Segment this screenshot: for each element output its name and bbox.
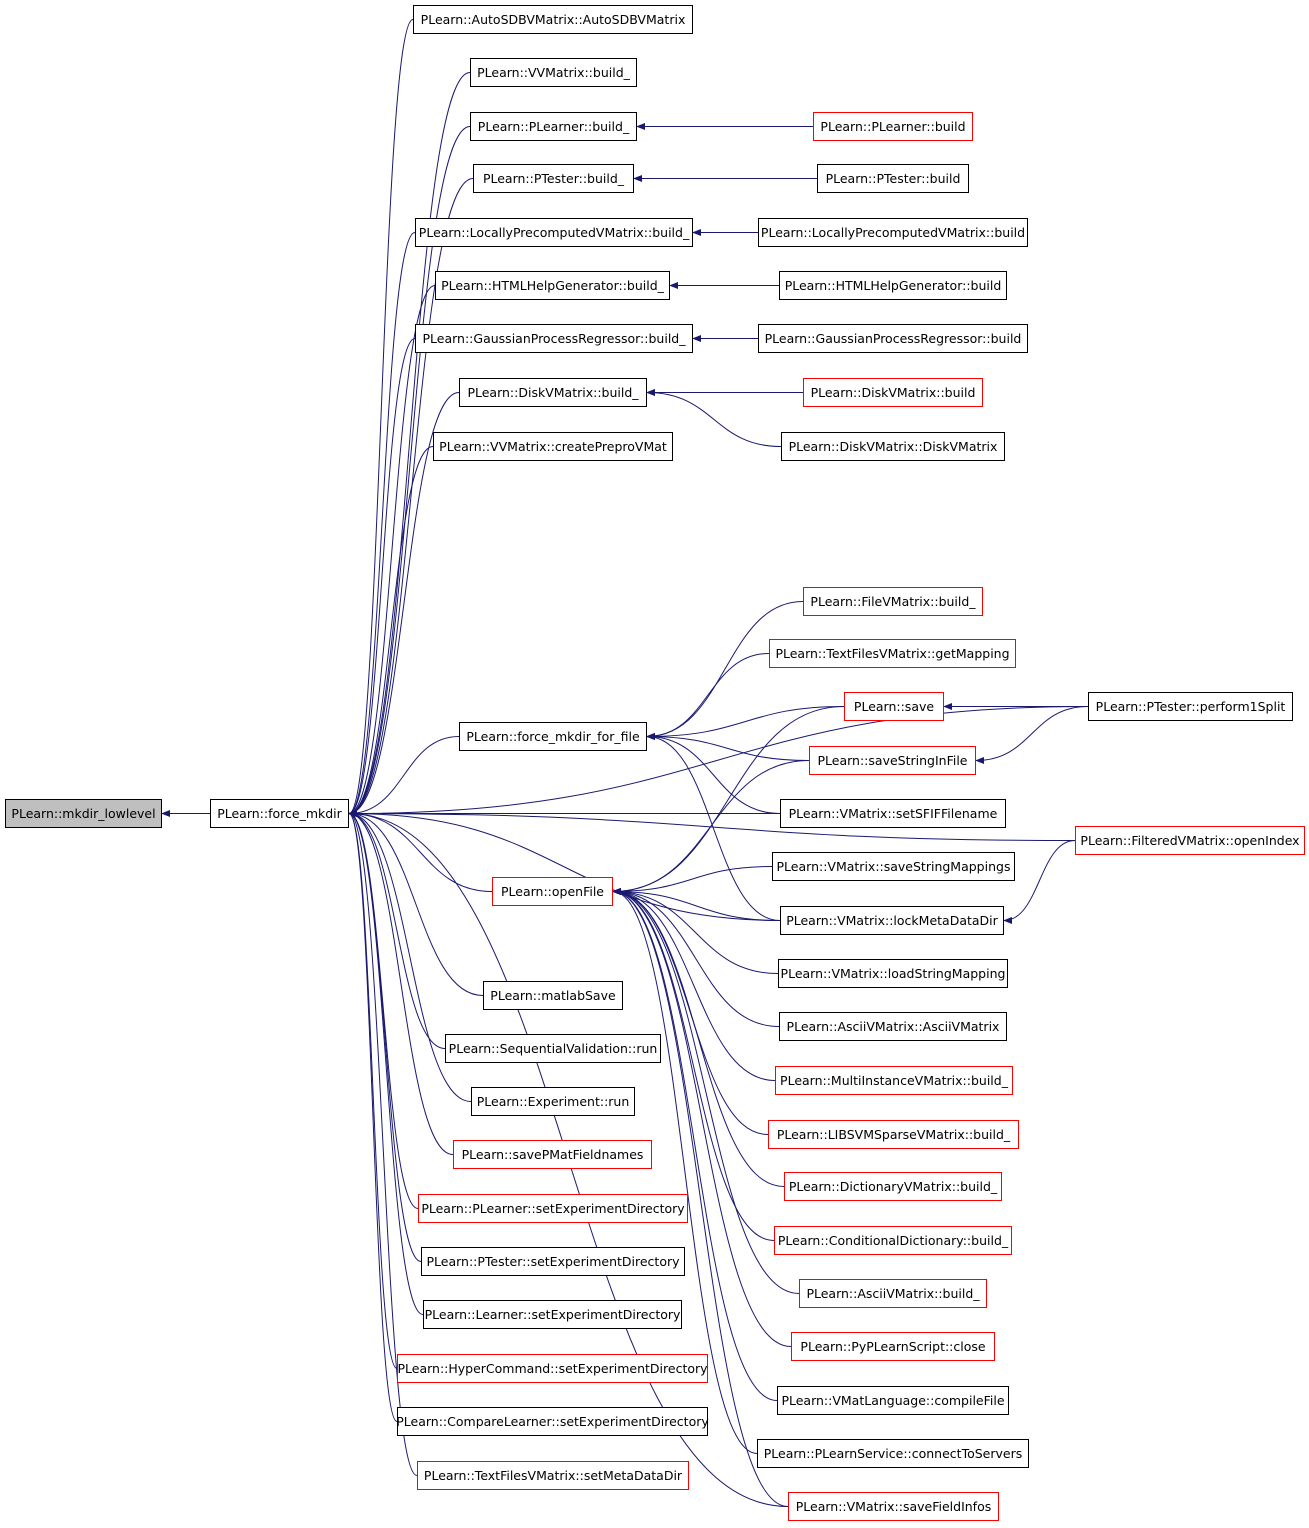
edge-tfvm_getmap-to-fmff: [646, 653, 770, 741]
node-gaussianprocessregressor-build[interactable]: PLearn::GaussianProcessRegressor::build: [758, 324, 1028, 353]
node-diskvmatrix-build[interactable]: PLearn::DiskVMatrix::build: [803, 378, 983, 407]
node-savestringinfile[interactable]: PLearn::saveStringInFile: [809, 746, 976, 775]
node-ptester-build[interactable]: PLearn::PTester::build: [817, 164, 969, 193]
node-ptester-setexperimentdirectory[interactable]: PLearn::PTester::setExperimentDirectory: [421, 1247, 685, 1276]
node-diskvmatrix-ctor[interactable]: PLearn::DiskVMatrix::DiskVMatrix: [781, 432, 1005, 461]
node-vmatrix-loadstringmapping[interactable]: PLearn::VMatrix::loadStringMapping: [778, 959, 1008, 988]
edge-ptester_sed-to-force_mkdir: [348, 810, 422, 1262]
node-comparelearner-setexperimentdirectory[interactable]: PLearn::CompareLearner::setExperimentDir…: [396, 1407, 709, 1436]
edge-dvm_ctor-to-dvm_build_: [646, 388, 782, 447]
node-filevmatrix-build-underscore[interactable]: PLearn::FileVMatrix::build_: [803, 587, 983, 616]
edge-plearner_build_-to-force_mkdir: [348, 126, 471, 818]
edge-seqval_run-to-force_mkdir: [348, 809, 446, 1049]
edge-fvm_openindex-to-force_mkdir: [348, 809, 1076, 841]
node-autosdbvmatrix-ctor[interactable]: PLearn::AutoSDBVMatrix::AutoSDBVMatrix: [413, 5, 693, 34]
node-asciivmatrix-build-underscore[interactable]: PLearn::AsciiVMatrix::build_: [799, 1279, 987, 1308]
node-locallyprecomputedvmatrix-build-underscore[interactable]: PLearn::LocallyPrecomputedVMatrix::build…: [415, 218, 693, 247]
node-textfilesvmatrix-getmapping[interactable]: PLearn::TextFilesVMatrix::getMapping: [769, 639, 1016, 668]
edge-gpr_build_-to-force_mkdir: [348, 338, 416, 817]
edge-savepmat-to-force_mkdir: [348, 809, 454, 1155]
node-sequentialvalidation-run[interactable]: PLearn::SequentialValidation::run: [445, 1034, 661, 1063]
edge-ptester_build_-to-force_mkdir: [348, 178, 474, 818]
node-force-mkdir-for-file[interactable]: PLearn::force_mkdir_for_file: [459, 722, 647, 751]
node-plearnservice-connecttoservers[interactable]: PLearn::PLearnService::connectToServers: [757, 1439, 1029, 1468]
edge-vm_lockmdd-to-fmff: [646, 732, 781, 921]
node-filteredvmatrix-openindex[interactable]: PLearn::FilteredVMatrix::openIndex: [1075, 826, 1305, 855]
node-vvmatrix-build-underscore[interactable]: PLearn::VVMatrix::build_: [470, 58, 637, 87]
node-plearner-build-underscore[interactable]: PLearn::PLearner::build_: [470, 112, 637, 141]
node-ptester-build-underscore[interactable]: PLearn::PTester::build_: [473, 164, 634, 193]
edge-learner_sed-to-force_mkdir: [348, 810, 424, 1315]
edge-vmatlang_compile-to-openfile: [612, 887, 778, 1401]
node-vmatrix-setsfiffilename[interactable]: PLearn::VMatrix::setSFIFFilename: [780, 799, 1006, 828]
edge-vm_savesm-to-openfile: [612, 866, 773, 896]
node-force-mkdir[interactable]: PLearn::force_mkdir: [210, 799, 349, 828]
node-pyplearnscript-close[interactable]: PLearn::PyPLearnScript::close: [791, 1332, 995, 1361]
edge-matlabsave-to-force_mkdir: [348, 809, 484, 996]
edge-openfile-to-force_mkdir: [348, 809, 493, 892]
node-ptester-perform1split[interactable]: PLearn::PTester::perform1Split: [1088, 692, 1293, 721]
node-savepmatfieldnames[interactable]: PLearn::savePMatFieldnames: [453, 1140, 652, 1169]
edge-vm_setsfif-to-fmff: [646, 732, 781, 814]
edge-savestr-to-fmff: [646, 732, 810, 761]
node-libsvmsparsevmatrix-build-underscore[interactable]: PLearn::LIBSVMSparseVMatrix::build_: [768, 1120, 1019, 1149]
edge-vvm_build_-to-force_mkdir: [348, 72, 471, 818]
edge-tfvm_smdd-to-force_mkdir: [348, 810, 418, 1476]
edge-filevm_build_-to-fmff: [646, 601, 804, 741]
node-experiment-run[interactable]: PLearn::Experiment::run: [471, 1087, 635, 1116]
edge-autosdbv-to-force_mkdir: [348, 19, 414, 817]
edge-vm_lockmdd-to-force_mkdir: [348, 809, 781, 921]
edge-exp_run-to-force_mkdir: [348, 809, 472, 1102]
node-vvmatrix-createpreprovmat[interactable]: PLearn::VVMatrix::createPreproVMat: [433, 432, 673, 461]
edge-hhg_build_-to-force_mkdir: [348, 285, 436, 818]
edge-asciivm_build_-to-openfile: [612, 887, 800, 1294]
node-htmlhelpgenerator-build-underscore[interactable]: PLearn::HTMLHelpGenerator::build_: [435, 271, 670, 300]
node-hypercommand-setexperimentdirectory[interactable]: PLearn::HyperCommand::setExperimentDirec…: [397, 1354, 708, 1383]
edge-compare_sed-to-force_mkdir: [348, 810, 398, 1422]
edge-ptester_p1s-to-force_mkdir: [348, 706, 1089, 818]
node-asciivmatrix-ctor[interactable]: PLearn::AsciiVMatrix::AsciiVMatrix: [779, 1012, 1007, 1041]
node-textfilesvmatrix-setmetadatadir[interactable]: PLearn::TextFilesVMatrix::setMetaDataDir: [417, 1461, 689, 1490]
edge-lpv_build_-to-force_mkdir: [348, 232, 416, 817]
edge-vm_savefi-to-openfile: [612, 887, 789, 1507]
node-gaussianprocessregressor-build-underscore[interactable]: PLearn::GaussianProcessRegressor::build_: [415, 324, 693, 353]
node-mkdir-lowlevel: PLearn::mkdir_lowlevel: [5, 799, 162, 828]
node-dictionaryvmatrix-build-underscore[interactable]: PLearn::DictionaryVMatrix::build_: [784, 1172, 1002, 1201]
node-multiinstancevmatrix-build-underscore[interactable]: PLearn::MultiInstanceVMatrix::build_: [775, 1066, 1013, 1095]
node-openfile[interactable]: PLearn::openFile: [492, 877, 613, 906]
edge-dvm_build_-to-force_mkdir: [348, 392, 460, 818]
edge-pls_connect-to-openfile: [612, 887, 758, 1454]
node-conditionaldictionary-build-underscore[interactable]: PLearn::ConditionalDictionary::build_: [774, 1226, 1012, 1255]
node-diskvmatrix-build-underscore[interactable]: PLearn::DiskVMatrix::build_: [459, 378, 647, 407]
edge-vvm_cpv-to-force_mkdir: [348, 446, 434, 818]
node-vmatlanguage-compilefile[interactable]: PLearn::VMatLanguage::compileFile: [777, 1386, 1009, 1415]
edge-asciivm_ctor-to-openfile: [612, 887, 780, 1027]
node-vmatrix-savestringmappings[interactable]: PLearn::VMatrix::saveStringMappings: [772, 852, 1015, 881]
edge-conddict_build_-to-openfile: [612, 887, 775, 1241]
node-plearner-build[interactable]: PLearn::PLearner::build: [813, 112, 973, 141]
edge-vm_lockmdd-to-openfile: [612, 887, 781, 921]
node-htmlhelpgenerator-build[interactable]: PLearn::HTMLHelpGenerator::build: [779, 271, 1007, 300]
edge-savestr-to-openfile: [612, 760, 810, 896]
node-vmatrix-savefieldinfos[interactable]: PLearn::VMatrix::saveFieldInfos: [788, 1492, 999, 1521]
edge-vm_loadsm-to-openfile: [612, 887, 779, 974]
edge-mivm_build_-to-openfile: [612, 887, 776, 1081]
node-save[interactable]: PLearn::save: [844, 692, 944, 721]
edge-save-to-fmff: [646, 706, 845, 741]
edge-dictvm_build_-to-openfile: [612, 887, 785, 1187]
edge-fmff-to-force_mkdir: [348, 736, 460, 818]
node-vmatrix-lockmetadatadir[interactable]: PLearn::VMatrix::lockMetaDataDir: [780, 906, 1004, 935]
edge-fvm_openindex-to-vm_lockmdd: [1003, 840, 1076, 925]
node-matlabsave[interactable]: PLearn::matlabSave: [483, 981, 623, 1010]
node-locallyprecomputedvmatrix-build[interactable]: PLearn::LocallyPrecomputedVMatrix::build: [758, 218, 1028, 247]
edge-ptester_p1s-to-savestr: [975, 706, 1089, 765]
node-learner-setexperimentdirectory[interactable]: PLearn::Learner::setExperimentDirectory: [423, 1300, 682, 1329]
edge-pyscript_close-to-openfile: [612, 887, 792, 1347]
node-plearner-setexperimentdirectory[interactable]: PLearn::PLearner::setExperimentDirectory: [418, 1194, 688, 1223]
